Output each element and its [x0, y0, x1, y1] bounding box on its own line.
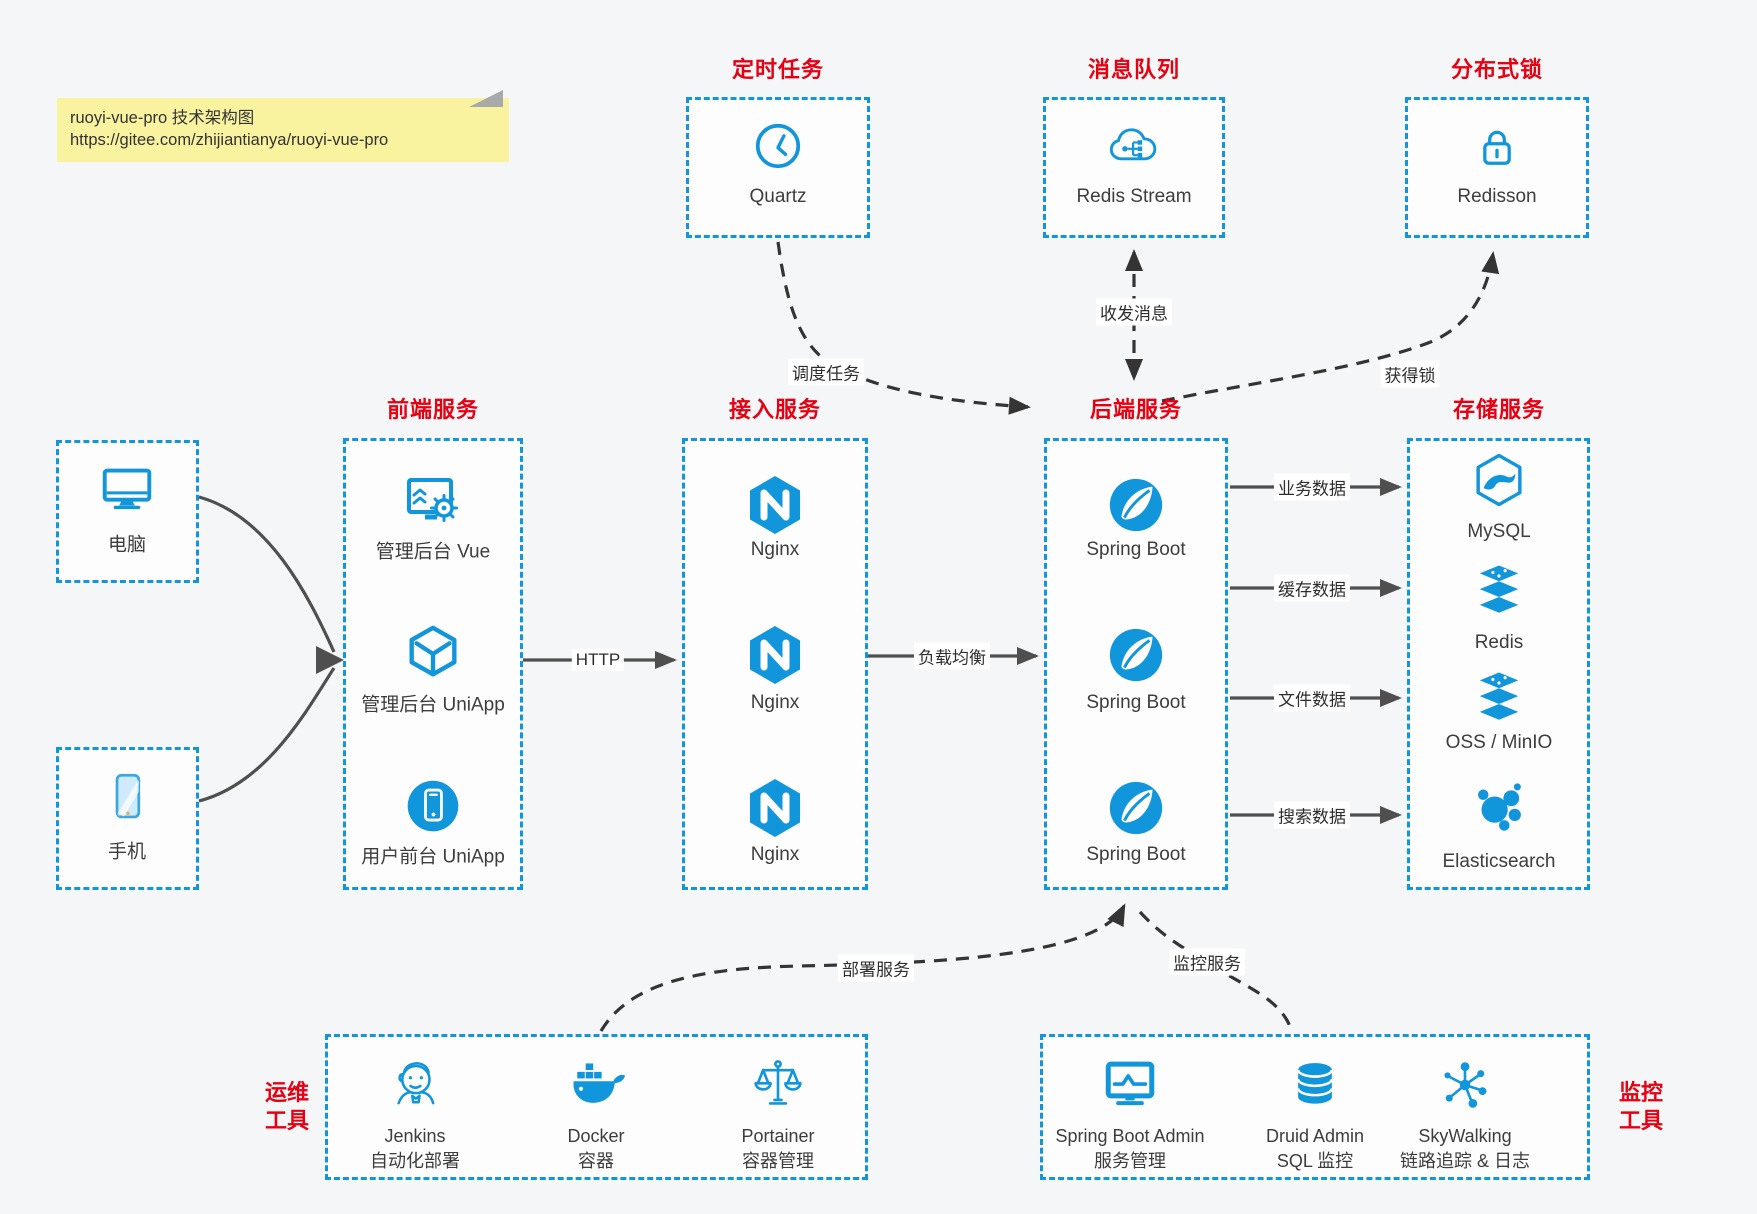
tool-name: SkyWalking — [1418, 1126, 1512, 1146]
file-data-edge-label: 文件数据 — [1274, 684, 1350, 712]
spring-boot-label: Spring Boot — [1086, 539, 1186, 560]
monitor-box — [1040, 1034, 1590, 1180]
monitor-service-edge-label: 监控服务 — [1169, 948, 1245, 976]
mysql-icon — [1470, 451, 1528, 509]
cloud-stream-icon — [1105, 118, 1163, 176]
backend-title: 后端服务 — [1089, 397, 1183, 422]
tool-name: Docker — [567, 1126, 625, 1146]
oss-minio-icon — [1471, 669, 1527, 725]
phone-label: 手机 — [107, 841, 147, 863]
schedule-task-edge-label: 调度任务 — [788, 358, 864, 386]
druid-database-icon — [1288, 1058, 1342, 1112]
nginx-icon — [743, 776, 807, 840]
frontend-title: 前端服务 — [386, 397, 480, 422]
spring-boot-icon — [1105, 777, 1167, 839]
spring-boot-label: Spring Boot — [1086, 692, 1186, 713]
gateway-title: 接入服务 — [728, 397, 822, 422]
nginx-icon — [743, 473, 807, 537]
tool-desc: 容器管理 — [741, 1151, 814, 1171]
storage-title: 存储服务 — [1452, 397, 1546, 422]
spring-boot-icon — [1105, 624, 1167, 686]
elasticsearch-icon — [1471, 779, 1527, 835]
docker-label: Docker 容器 — [567, 1124, 624, 1174]
phone-box — [56, 747, 199, 890]
cache-data-edge-label: 缓存数据 — [1274, 574, 1350, 602]
portainer-scales-icon — [750, 1057, 806, 1113]
frontend-item-label: 管理后台 UniApp — [361, 694, 505, 716]
skywalking-icon — [1437, 1057, 1493, 1113]
uniapp-cube-icon — [402, 622, 464, 684]
spring-boot-admin-icon — [1101, 1056, 1159, 1114]
monitor-title: 监控 工具 — [1619, 1079, 1663, 1135]
ops-title-line1: 运维 — [264, 1080, 310, 1105]
spring-boot-label: Spring Boot — [1086, 844, 1186, 865]
frontend-item-label: 管理后台 Vue — [375, 541, 491, 563]
tool-desc: 服务管理 — [1094, 1151, 1166, 1171]
phone-icon — [98, 768, 156, 826]
deploy-service-edge-label: 部署服务 — [838, 954, 914, 982]
redis-label: Redis — [1474, 632, 1524, 653]
client-merge-arrowhead — [316, 646, 344, 674]
edge-phone-frontend — [198, 667, 336, 803]
vue-admin-icon — [401, 471, 465, 535]
computer-box — [56, 440, 199, 583]
nginx-label: Nginx — [750, 844, 800, 865]
mysql-label: MySQL — [1467, 521, 1531, 542]
docker-icon — [566, 1055, 626, 1115]
computer-icon — [96, 458, 158, 520]
search-data-edge-label: 搜索数据 — [1274, 801, 1350, 829]
message-edge-label: 收发消息 — [1096, 298, 1172, 326]
tool-desc: 自动化部署 — [370, 1151, 460, 1171]
http-edge-label: HTTP — [571, 649, 625, 671]
ops-title: 运维 工具 — [265, 1079, 309, 1135]
note-url: https://gitee.com/zhijiantianya/ruoyi-vu… — [70, 131, 389, 149]
load-balance-edge-label: 负载均衡 — [914, 642, 990, 670]
acquire-lock-edge-label: 获得锁 — [1380, 360, 1440, 388]
lock-box — [1405, 97, 1589, 238]
computer-label: 电脑 — [107, 534, 147, 556]
quartz-label: Quartz — [749, 186, 807, 207]
nginx-label: Nginx — [750, 539, 800, 560]
monitor-title-line1: 监控 — [1618, 1080, 1664, 1105]
tool-name: Druid Admin — [1265, 1126, 1365, 1146]
skywalking-label: SkyWalking 链路追踪 & 日志 — [1400, 1124, 1530, 1174]
note-fold-icon — [469, 90, 503, 107]
monitor-title-line2: 工具 — [1618, 1108, 1664, 1133]
edge-computer-frontend — [198, 495, 336, 653]
tool-desc: 容器 — [577, 1151, 614, 1171]
nginx-icon — [743, 623, 807, 687]
ops-box — [325, 1034, 868, 1180]
portainer-label: Portainer 容器管理 — [741, 1124, 814, 1174]
edge-acquire-lock — [1161, 251, 1500, 403]
druid-admin-label: Druid Admin SQL 监控 — [1266, 1124, 1364, 1174]
redis-icon — [1471, 562, 1527, 618]
tool-desc: 链路追踪 & 日志 — [1399, 1151, 1531, 1171]
uniapp-user-app-icon — [403, 776, 463, 836]
note-title: ruoyi-vue-pro 技术架构图 — [70, 109, 255, 127]
business-data-edge-label: 业务数据 — [1274, 473, 1350, 501]
clock-icon — [751, 119, 805, 173]
elasticsearch-label: Elasticsearch — [1442, 851, 1556, 872]
tool-name: Portainer — [741, 1126, 815, 1146]
nginx-label: Nginx — [750, 692, 800, 713]
spring-boot-icon — [1105, 474, 1167, 536]
redis-stream-label: Redis Stream — [1076, 186, 1192, 207]
oss-minio-label: OSS / MinIO — [1445, 732, 1553, 753]
scheduler-title: 定时任务 — [731, 57, 825, 82]
redisson-label: Redisson — [1457, 186, 1537, 207]
spring-boot-admin-label: Spring Boot Admin 服务管理 — [1055, 1124, 1204, 1174]
mq-title: 消息队列 — [1087, 57, 1181, 82]
tool-desc: SQL 监控 — [1276, 1151, 1354, 1171]
sticky-note: ruoyi-vue-pro 技术架构图 https://gitee.com/zh… — [57, 90, 509, 162]
jenkins-icon — [386, 1056, 444, 1114]
mq-box — [1043, 97, 1225, 238]
frontend-item-label: 用户前台 UniApp — [361, 846, 505, 868]
ops-title-line2: 工具 — [264, 1108, 310, 1133]
lock-title: 分布式锁 — [1450, 57, 1544, 82]
tool-name: Spring Boot Admin — [1055, 1126, 1205, 1146]
lock-icon — [1471, 121, 1523, 173]
jenkins-label: Jenkins 自动化部署 — [370, 1124, 460, 1174]
tool-name: Jenkins — [384, 1126, 446, 1146]
